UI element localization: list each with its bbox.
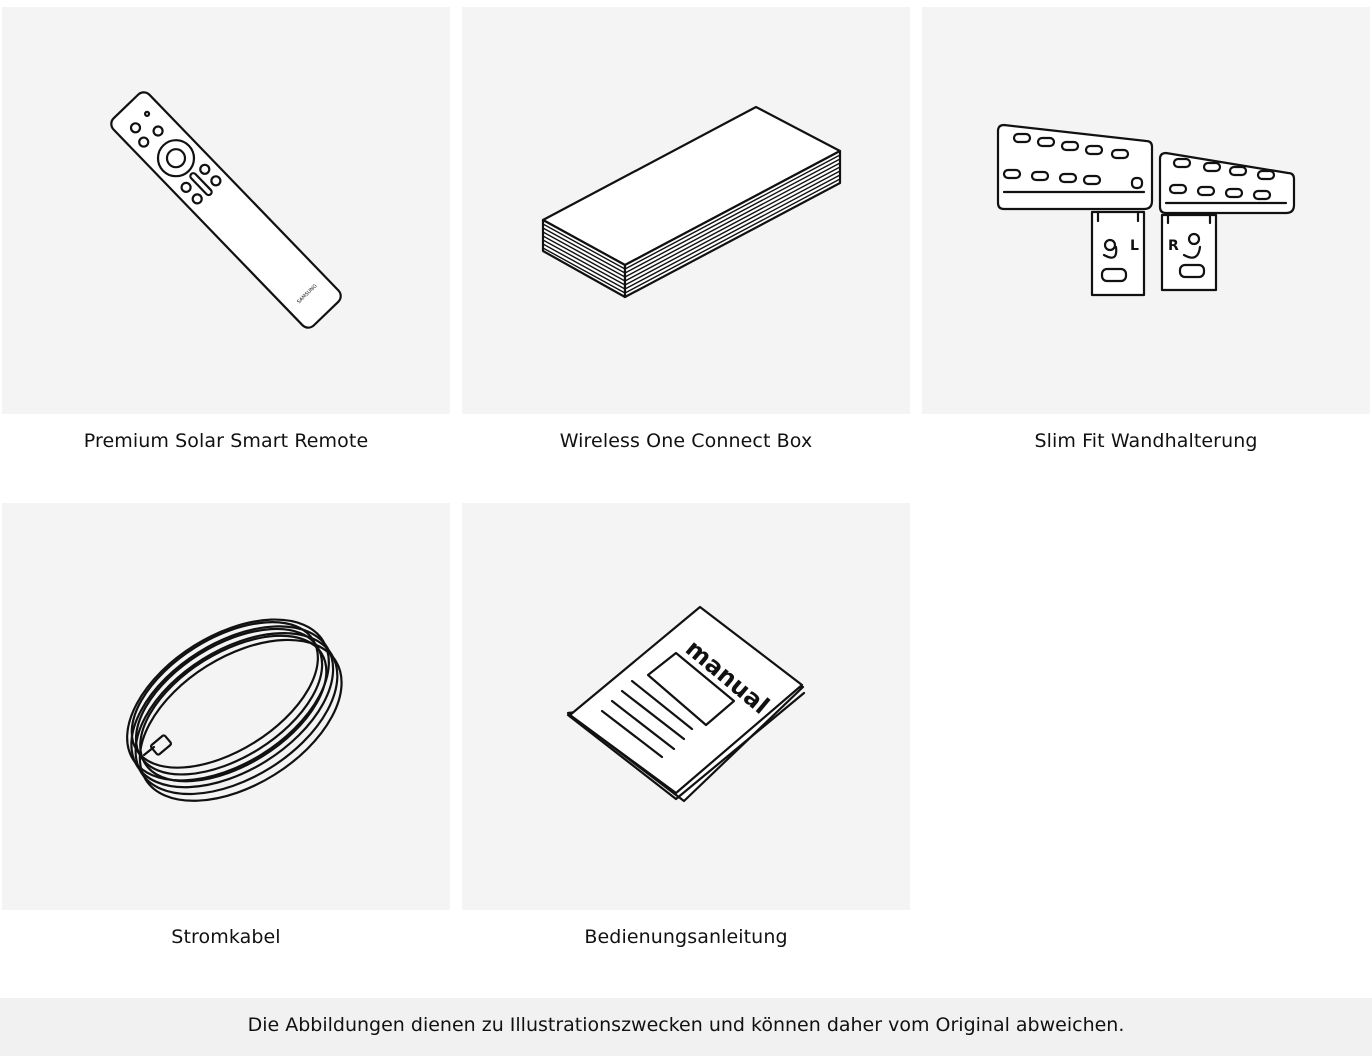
disclaimer-text: Die Abbildungen dienen zu Illustrationsz… [247, 1014, 1125, 1036]
item-tile-manual: manual [462, 503, 910, 910]
item-label-wall-mount: Slim Fit Wandhalterung [1034, 430, 1258, 452]
connect-box-icon [541, 105, 842, 299]
item-label-power-cable: Stromkabel [171, 926, 281, 948]
remote-icon: SAMSUNG [110, 91, 342, 329]
disclaimer-bar: Die Abbildungen dienen zu Illustrationsz… [0, 998, 1372, 1056]
power-cable-icon [126, 618, 343, 802]
manual-icon: manual [566, 605, 806, 803]
item-tile-remote: SAMSUNG [2, 7, 450, 414]
item-label-remote: Premium Solar Smart Remote [83, 430, 369, 452]
item-tile-connect-box [462, 7, 910, 414]
item-tile-power-cable [2, 503, 450, 910]
mount-letter-left: L [1130, 238, 1139, 254]
item-label-connect-box: Wireless One Connect Box [559, 430, 813, 452]
item-tile-wall-mount: L R [922, 7, 1370, 414]
wall-mount-icon: L R [996, 123, 1296, 297]
mount-letter-right: R [1168, 238, 1179, 254]
item-label-manual: Bedienungsanleitung [584, 926, 788, 948]
